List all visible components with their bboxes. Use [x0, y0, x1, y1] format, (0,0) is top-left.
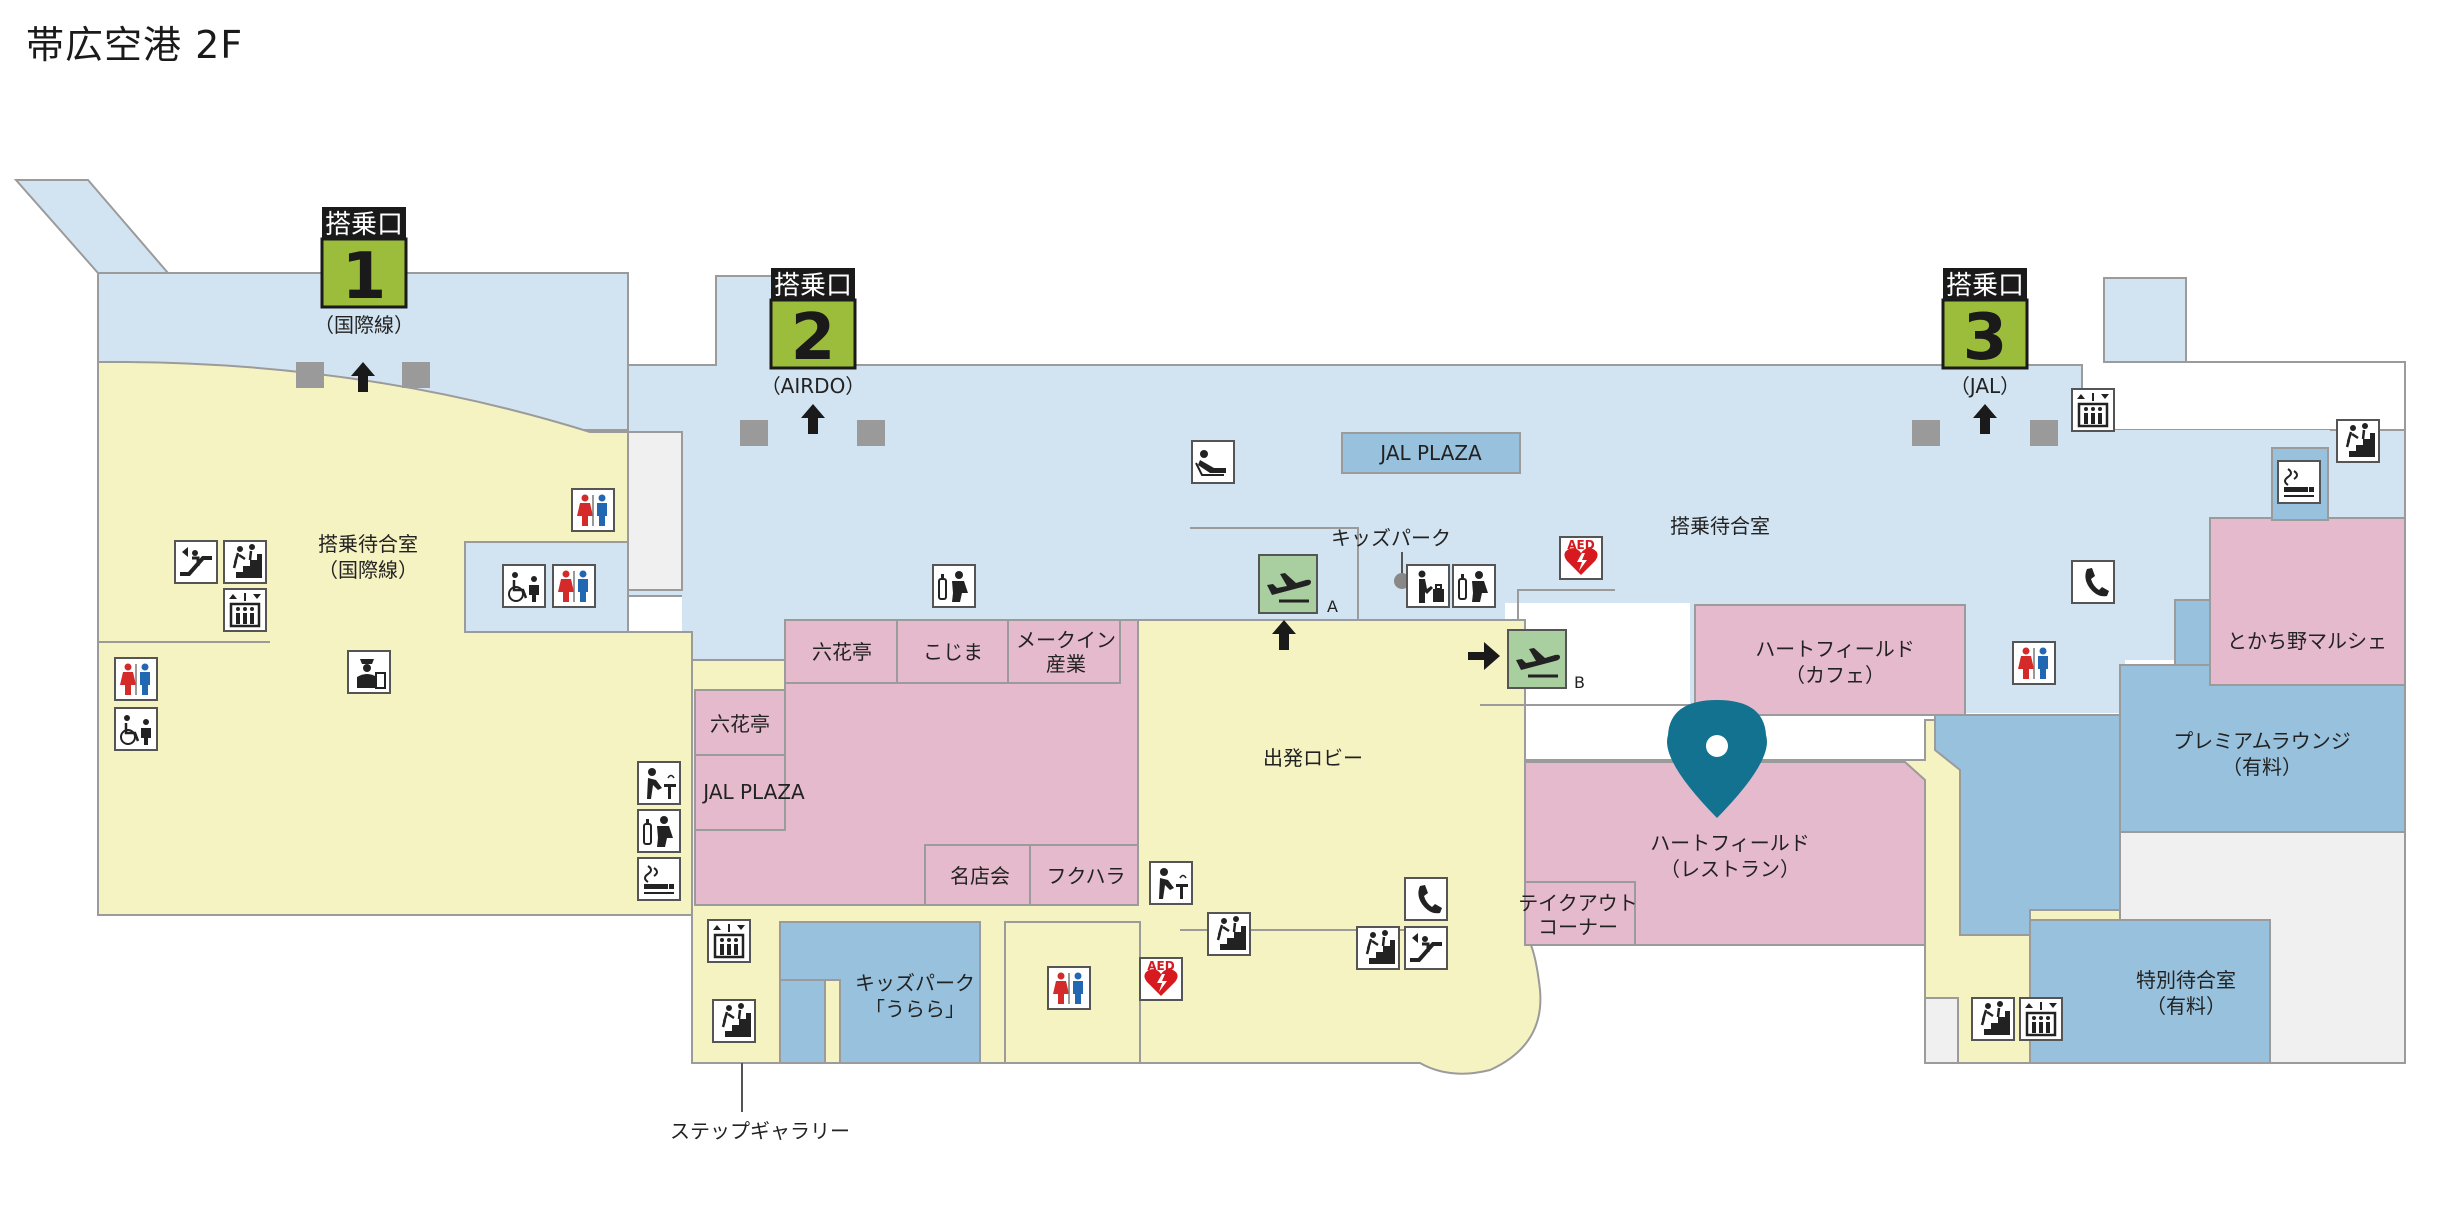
svg-text:3: 3 [1963, 301, 2008, 375]
svg-text:A: A [1327, 597, 1338, 616]
elevator-icon[interactable] [2018, 996, 2064, 1042]
stairs-icon[interactable] [1206, 911, 1252, 957]
special-waiting-label: 特別待合室 [2136, 968, 2236, 992]
elevator-icon[interactable] [2070, 387, 2116, 433]
shop-kojima: こじま [923, 640, 983, 664]
special-waiting-sublabel: （有料） [2146, 994, 2226, 1018]
premium-lounge-sublabel: （有料） [2222, 755, 2302, 779]
kids-park-label: キッズパーク [1331, 526, 1451, 550]
floor-areas [13, 179, 2406, 1075]
shop-jal-plaza: JAL PLAZA [701, 780, 805, 804]
escalator-icon[interactable] [1403, 925, 1449, 971]
escalator-icon[interactable] [173, 539, 219, 585]
restroom-icon[interactable] [114, 657, 158, 701]
page-title: 帯広空港 2F [26, 23, 244, 67]
drinking-fountain-icon[interactable] [637, 761, 681, 805]
shop-fukuhara: フクハラ [1047, 864, 1126, 888]
svg-text:2: 2 [791, 301, 836, 375]
security-a: A [1257, 553, 1338, 616]
aed-label: AED [1147, 959, 1174, 973]
nursing-room-icon[interactable] [1452, 564, 1496, 608]
premium-lounge-label: プレミアムラウンジ [2173, 729, 2351, 753]
domestic-waiting-label: 搭乗待合室 [1670, 514, 1770, 538]
restroom-icon[interactable] [1047, 966, 1091, 1010]
phone-icon[interactable] [2071, 560, 2115, 604]
step-gallery-label: ステップギャラリー [670, 1119, 850, 1143]
stairs-icon[interactable] [1355, 925, 1401, 971]
phone-icon[interactable] [1404, 877, 1448, 921]
svg-text:B: B [1574, 673, 1585, 692]
shop-make-in: メークイン [1016, 628, 1116, 652]
stairs-icon[interactable] [711, 998, 757, 1044]
kids-park-urara-sublabel: 「うらら」 [865, 997, 965, 1021]
departure-plane-icon [1257, 553, 1319, 615]
svg-text:（AIRDO）: （AIRDO） [761, 374, 866, 398]
svg-text:1: 1 [342, 240, 387, 314]
restroom-icon[interactable] [552, 564, 596, 608]
boarding-bridges [296, 362, 2058, 446]
nursing-room-icon[interactable] [637, 809, 681, 853]
takeout-label: テイクアウト [1518, 891, 1638, 915]
departure-lobby-label: 出発ロビー [1263, 746, 1363, 770]
massage-chair-icon[interactable] [1191, 440, 1235, 484]
stairs-icon[interactable] [222, 539, 268, 585]
aed-label: AED [1567, 538, 1594, 552]
svg-text:搭乗口: 搭乗口 [1946, 271, 2024, 301]
gate-3-badge: 搭乗口 3 （JAL） [1941, 268, 2029, 398]
accessible-restroom-icon[interactable] [113, 706, 159, 752]
drinking-fountain-icon[interactable] [1149, 861, 1193, 905]
nursing-room-icon[interactable] [932, 564, 976, 608]
security-b: B [1506, 628, 1585, 692]
smoking-icon[interactable] [637, 857, 681, 901]
jal-plaza-top-label: JAL PLAZA [1378, 441, 1482, 465]
customs-icon[interactable] [347, 650, 391, 694]
svg-text:（国際線）: （国際線） [314, 313, 414, 337]
elevator-icon[interactable] [706, 918, 752, 964]
shop-rokkatei-2: 六花亭 [710, 712, 770, 736]
intl-waiting-label: 搭乗待合室 [318, 532, 418, 556]
smoking-icon[interactable] [2277, 460, 2321, 504]
kids-park-urara-label: キッズパーク [855, 971, 975, 995]
stairs-icon[interactable] [1970, 996, 2016, 1042]
location-pin-icon[interactable] [1667, 700, 1767, 818]
heart-field-cafe-label: ハートフィールド [1755, 637, 1915, 661]
heart-field-restaurant-label: ハートフィールド [1650, 831, 1810, 855]
baggage-check-icon[interactable] [1406, 564, 1450, 608]
svg-text:搭乗口: 搭乗口 [774, 271, 852, 301]
gate-2-badge: 搭乗口 2 （AIRDO） [761, 268, 866, 398]
restroom-icon[interactable] [571, 488, 615, 532]
heart-field-restaurant-sublabel: （レストラン） [1660, 857, 1800, 881]
departure-plane-icon [1506, 628, 1568, 690]
accessible-restroom-icon[interactable] [501, 563, 547, 609]
restroom-icon[interactable] [2012, 641, 2056, 685]
svg-text:（JAL）: （JAL） [1950, 374, 2020, 398]
intl-waiting-sublabel: （国際線） [318, 558, 418, 582]
shop-meitenkai: 名店会 [950, 864, 1010, 888]
gate-1-badge: 搭乗口 1 （国際線） [314, 207, 414, 337]
takeout-sublabel: コーナー [1538, 915, 1618, 939]
security-b-arrow-icon [1468, 642, 1500, 670]
elevator-icon[interactable] [222, 587, 268, 633]
stairs-icon[interactable] [2335, 418, 2381, 464]
tokachino-marche-label: とかち野マルシェ [2227, 629, 2387, 653]
shop-make-in-sub: 産業 [1046, 652, 1086, 676]
svg-text:搭乗口: 搭乗口 [325, 210, 403, 240]
shop-rokkatei-1: 六花亭 [812, 640, 872, 664]
heart-field-cafe-sublabel: （カフェ） [1785, 663, 1885, 687]
